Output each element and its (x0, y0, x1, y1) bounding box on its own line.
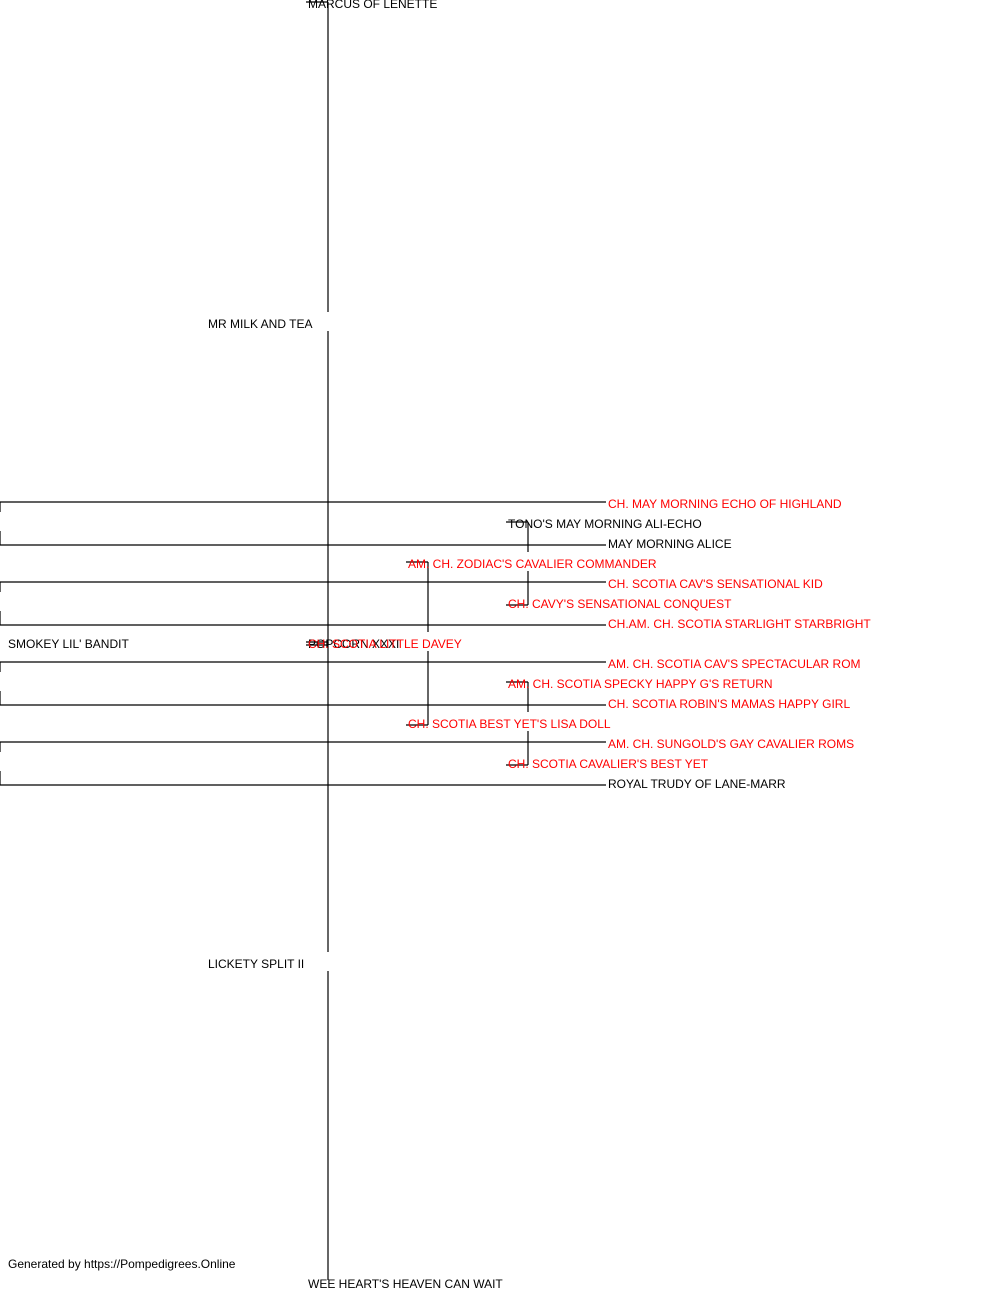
pedigree-name-gen1: LICKETY SPLIT II (208, 957, 305, 971)
pedigree-name-gen4: CH. SCOTIA CAVALIER'S BEST YET (508, 757, 709, 771)
pedigree-name-gen2: POPCORN XXXI (308, 637, 400, 651)
pedigree-name-gen3: CH. SCOTIA BEST YET'S LISA DOLL (408, 717, 611, 731)
pedigree-name-gen4: CH. CAVY'S SENSATIONAL CONQUEST (508, 597, 732, 611)
pedigree-name-gen4: TONO'S MAY MORNING ALI-ECHO (508, 517, 702, 531)
pedigree-name-gen5: ROYAL TRUDY OF LANE-MARR (608, 777, 786, 791)
pedigree-name-gen4: AM. CH. SCOTIA SPECKY HAPPY G'S RETURN (508, 677, 773, 691)
pedigree-name-gen5: AM. CH. SUNGOLD'S GAY CAVALIER ROMS (608, 737, 855, 751)
pedigree-name-gen2: CH. SCOTIA LITTLE DAVEY (308, 637, 462, 651)
pedigree-name-gen5: CH. SCOTIA ROBIN'S MAMAS HAPPY GIRL (608, 697, 851, 711)
pedigree-name-gen2: MARCUS OF LENETTE (308, 0, 438, 11)
pedigree-name-gen5: MAY MORNING ALICE (608, 537, 732, 551)
generated-by-footer: Generated by https://Pompedigrees.Online (8, 1257, 236, 1271)
pedigree-name-gen5: CH.AM. CH. SCOTIA STARLIGHT STARBRIGHT (608, 617, 871, 631)
pedigree-name-gen5: CH. MAY MORNING ECHO OF HIGHLAND (608, 497, 842, 511)
pedigree-name-gen5: CH. SCOTIA CAV'S SENSATIONAL KID (608, 577, 823, 591)
pedigree-name-gen5: AM. CH. SCOTIA CAV'S SPECTACULAR ROM (608, 657, 861, 671)
pedigree-name-gen0: SMOKEY LIL' BANDIT (8, 637, 129, 651)
pedigree-name-gen3: AM. CH. ZODIAC'S CAVALIER COMMANDER (408, 557, 657, 571)
pedigree-name-gen1: MR MILK AND TEA (208, 317, 313, 331)
pedigree-name-gen2: WEE HEART'S HEAVEN CAN WAIT (308, 1277, 503, 1291)
